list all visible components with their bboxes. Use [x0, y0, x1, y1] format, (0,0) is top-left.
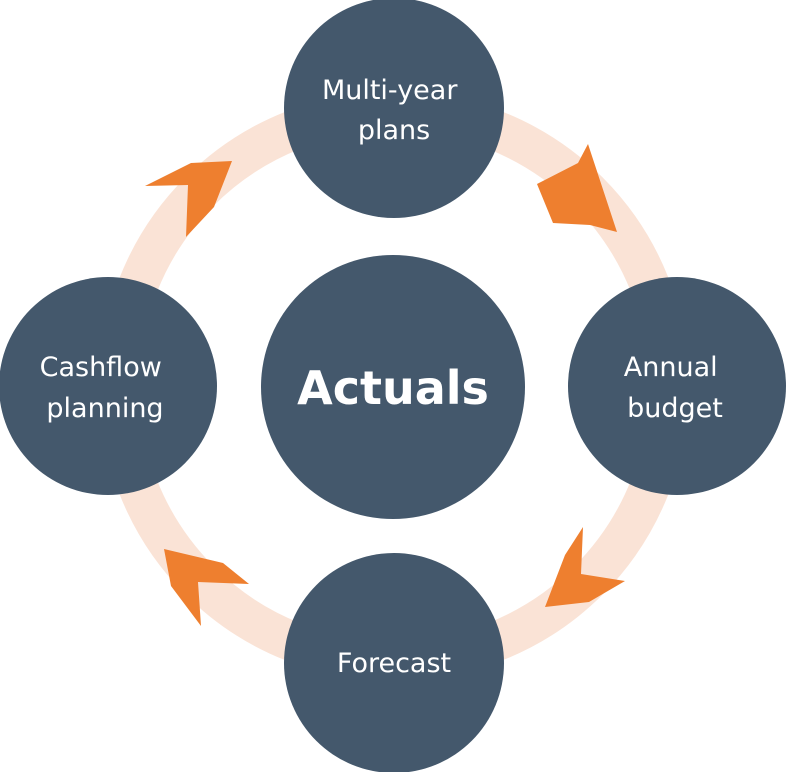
arrow-cashflow-planning-to-multi-year-plans-icon	[145, 161, 232, 237]
node-forecast: Forecast	[284, 553, 504, 772]
node-cashflow-planning-label: Cashflow planning	[40, 352, 171, 424]
node-multi-year-plans-line-2: plans	[358, 115, 430, 146]
node-forecast-circle	[284, 553, 504, 772]
node-multi-year-plans: Multi-year plans	[284, 0, 504, 218]
node-multi-year-plans-line-1: Multi-year	[322, 75, 458, 106]
node-annual-budget: Annual budget	[568, 277, 786, 495]
arrow-forecast-to-cashflow-planning-icon	[164, 549, 249, 626]
node-forecast-label: Forecast	[337, 648, 451, 679]
node-multi-year-plans-circle	[284, 0, 504, 218]
node-annual-budget-label: Annual budget	[624, 352, 726, 424]
center-node: Actuals	[261, 255, 525, 519]
center-node-label: Actuals	[297, 361, 489, 415]
arrow-multi-year-plans-to-annual-budget-icon	[537, 144, 617, 232]
node-forecast-line-1: Forecast	[337, 648, 451, 679]
node-cashflow-planning: Cashflow planning	[0, 277, 217, 495]
node-annual-budget-line-1: Annual	[624, 352, 718, 383]
arrows-layer	[145, 144, 625, 626]
node-annual-budget-circle	[568, 277, 786, 495]
node-annual-budget-line-2: budget	[627, 393, 723, 424]
node-cashflow-planning-line-2: planning	[46, 393, 163, 424]
node-multi-year-plans-label: Multi-year plans	[322, 75, 466, 146]
arrow-annual-budget-to-forecast-icon	[545, 527, 625, 607]
center-node-circle	[261, 255, 525, 519]
node-cashflow-planning-line-1: Cashflow	[40, 352, 162, 383]
node-cashflow-planning-circle	[0, 277, 217, 495]
